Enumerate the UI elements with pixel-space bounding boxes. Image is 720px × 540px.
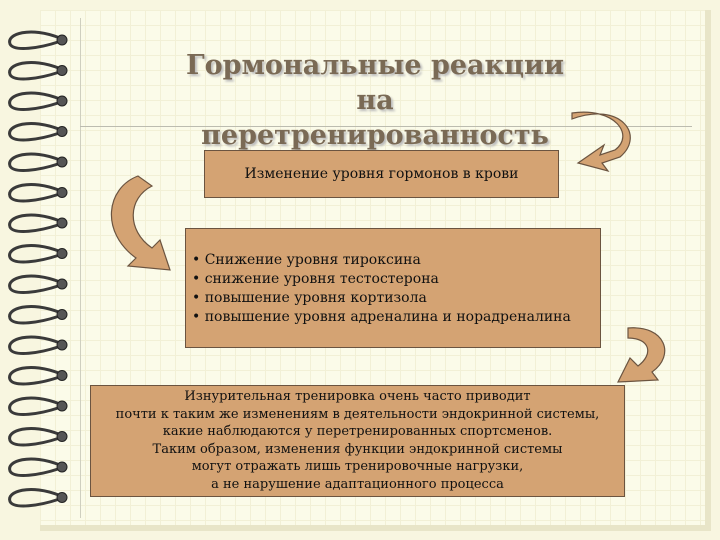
spiral-ring xyxy=(8,457,61,477)
conclusion-box: Изнурительная тренировка очень часто при… xyxy=(90,385,625,497)
spiral-hole xyxy=(56,431,68,442)
title-line-1: Гормональные реакции на xyxy=(185,50,565,116)
hormone-level-box: Изменение уровня гормонов в крови xyxy=(204,150,559,198)
spiral-ring xyxy=(8,366,61,386)
spiral-ring xyxy=(8,305,61,325)
spiral-binding xyxy=(8,30,68,508)
spiral-hole xyxy=(56,278,68,290)
spiral-ring xyxy=(8,183,61,203)
spiral-hole xyxy=(56,400,68,412)
hormone-changes-box: • Снижение уровня тироксина • снижение у… xyxy=(185,228,601,348)
spiral-ring xyxy=(8,335,61,355)
list-item: • снижение уровня тестостерона xyxy=(192,271,439,287)
title-line-2: перетренированность xyxy=(201,120,549,151)
conclusion-line: Таким образом, изменения функции эндокри… xyxy=(152,441,563,457)
spiral-ring xyxy=(8,152,61,172)
spiral-hole xyxy=(56,217,68,229)
spiral-hole xyxy=(56,370,68,381)
spiral-ring xyxy=(8,122,61,142)
spiral-hole xyxy=(56,461,68,473)
list-item: • повышение уровня адреналина и норадрен… xyxy=(192,309,571,325)
hormone-level-text: Изменение уровня гормонов в крови xyxy=(244,166,519,182)
spiral-ring xyxy=(8,396,61,416)
spiral-hole xyxy=(56,492,68,503)
spiral-ring xyxy=(8,213,61,233)
spiral-ring xyxy=(8,61,61,81)
spiral-hole xyxy=(56,309,68,320)
spiral-ring xyxy=(8,91,61,111)
spiral-ring xyxy=(8,274,61,294)
spiral-ring xyxy=(8,244,61,264)
spiral-hole xyxy=(56,95,68,107)
spiral-hole xyxy=(56,34,68,46)
spiral-ring xyxy=(8,427,61,447)
curved-arrow-right xyxy=(571,111,631,173)
spiral-hole xyxy=(56,187,68,198)
spiral-ring xyxy=(8,30,61,50)
spiral-hole xyxy=(56,65,68,76)
list-item: • повышение уровня кортизола xyxy=(192,290,427,306)
conclusion-line: могут отражать лишь тренировочные нагруз… xyxy=(191,459,524,474)
conclusion-line: а не нарушение адаптационного процесса xyxy=(211,476,504,492)
list-item: • Снижение уровня тироксина xyxy=(192,252,421,268)
margin-line xyxy=(80,18,81,518)
conclusion-line: какие наблюдаются у перетренированных сп… xyxy=(162,424,553,439)
title-rule xyxy=(80,126,692,127)
conclusion-line: Изнурительная тренировка очень часто при… xyxy=(184,389,531,404)
curved-arrow-down-left xyxy=(617,327,666,383)
spiral-hole xyxy=(56,339,68,351)
conclusion-line: почти к таким же изменениям в деятельнос… xyxy=(115,406,600,422)
spiral-hole xyxy=(56,126,68,137)
curved-arrow-left xyxy=(110,175,171,271)
slide-title: Гормональные реакции на перетренированно… xyxy=(165,48,585,153)
spiral-hole xyxy=(56,156,68,168)
spiral-ring xyxy=(8,488,61,508)
spiral-hole xyxy=(56,248,68,259)
